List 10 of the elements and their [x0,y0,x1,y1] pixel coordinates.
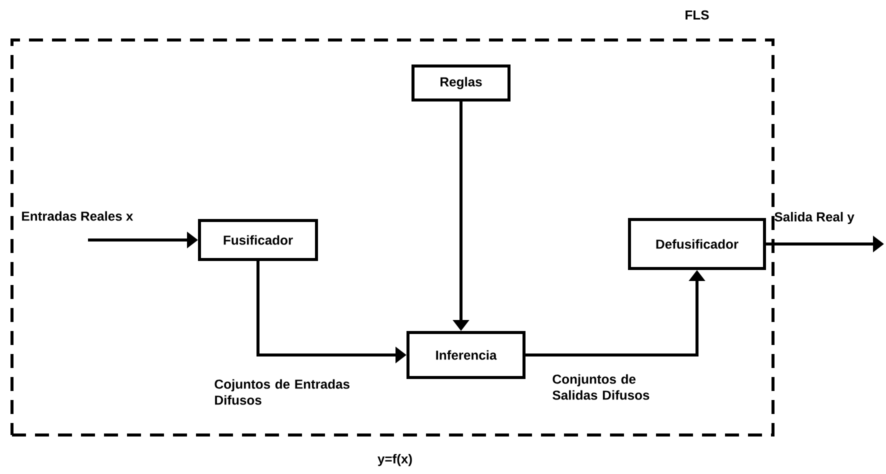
boundary-label: FLS [686,10,709,20]
edge-label: Entradas Reales x [22,211,134,221]
edge-label: Salida Real y [774,212,854,224]
function-label: y=f(x) [378,454,412,466]
process-box: Reglas [412,64,510,102]
process-box: Fusificador [198,219,318,261]
edge-label: Cojuntos de Entradas Difusos [214,379,350,405]
process-box: Defusificador [628,218,766,270]
edge-label: Conjuntos de Salidas Difusos [552,374,650,400]
process-box: Inferencia [406,331,526,379]
